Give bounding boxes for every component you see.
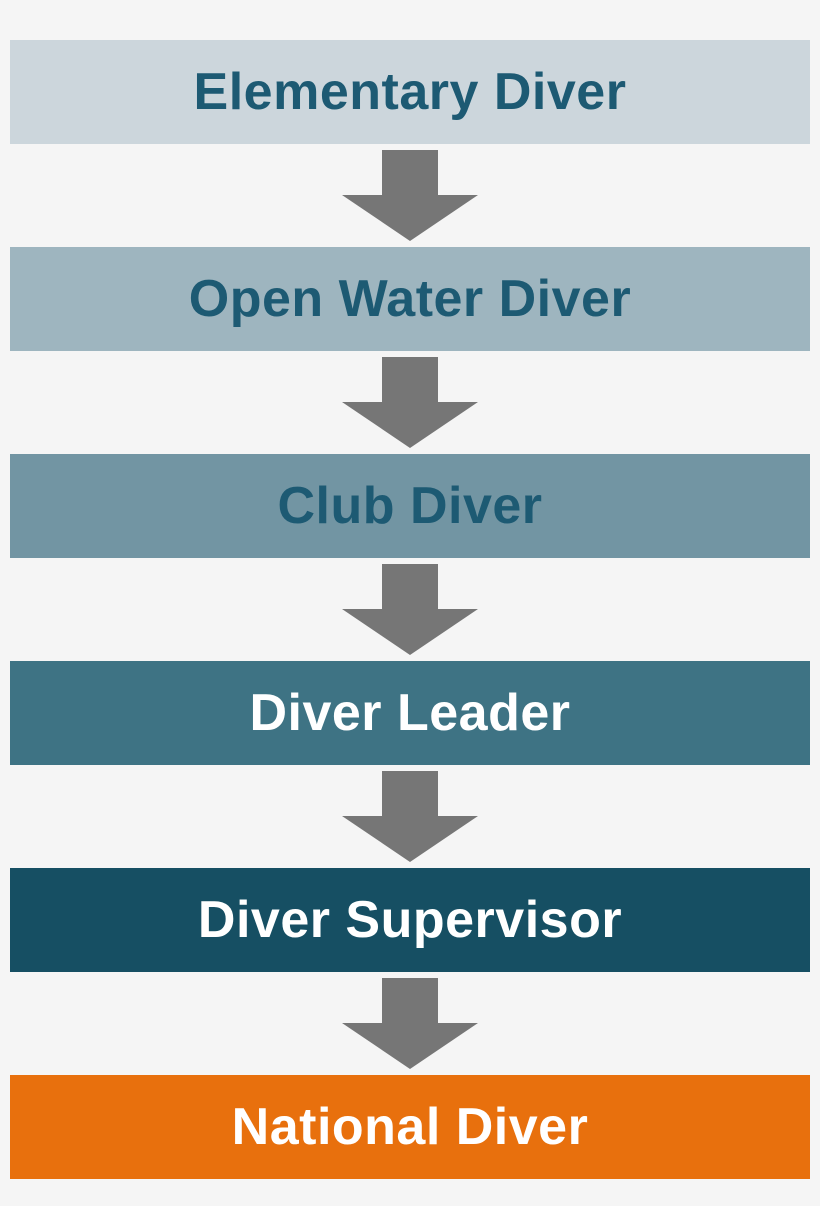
arrow-head [342, 609, 478, 655]
step-club-diver: Club Diver [10, 454, 810, 558]
step-label-open-water-diver: Open Water Diver [188, 270, 632, 328]
down-arrow-shape [342, 357, 478, 448]
down-arrow-shape [342, 978, 478, 1069]
step-label-diver-supervisor: Diver Supervisor [197, 891, 623, 949]
down-arrow-icon [10, 765, 810, 868]
arrow-head [342, 1023, 478, 1069]
arrow-head [342, 402, 478, 448]
arrow-stem [382, 150, 438, 195]
down-arrow-icon [10, 144, 810, 247]
down-arrow-icon [10, 558, 810, 661]
down-arrow-shape [342, 150, 478, 241]
arrow-stem [382, 564, 438, 609]
arrow-head [342, 195, 478, 241]
down-arrow-icon [10, 351, 810, 454]
step-diver-supervisor: Diver Supervisor [10, 868, 810, 972]
arrow-stem [382, 978, 438, 1023]
step-label-diver-leader: Diver Leader [249, 684, 571, 742]
step-national-diver: National Diver [10, 1075, 810, 1179]
step-elementary-diver: Elementary Diver [10, 40, 810, 144]
down-arrow-shape [342, 771, 478, 862]
down-arrow-shape [342, 564, 478, 655]
arrow-stem [382, 771, 438, 816]
step-label-national-diver: National Diver [231, 1098, 589, 1156]
step-open-water-diver: Open Water Diver [10, 247, 810, 351]
arrow-head [342, 816, 478, 862]
step-label-club-diver: Club Diver [277, 477, 543, 535]
step-diver-leader: Diver Leader [10, 661, 810, 765]
arrow-stem [382, 357, 438, 402]
down-arrow-icon [10, 972, 810, 1075]
step-label-elementary-diver: Elementary Diver [193, 63, 627, 121]
